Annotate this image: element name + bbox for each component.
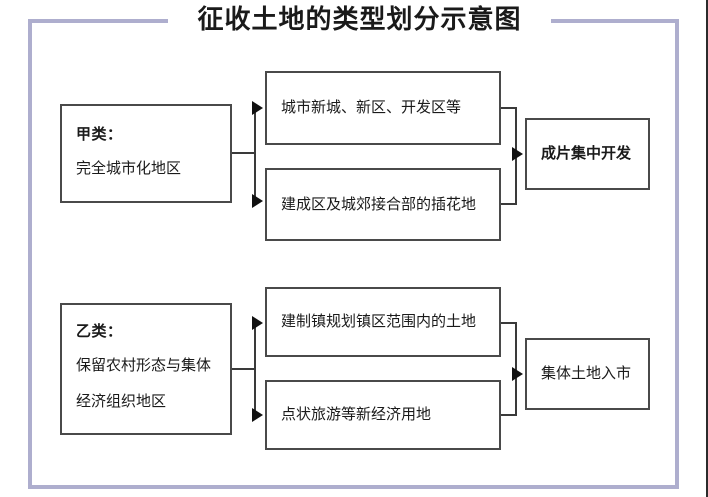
- source-box-jia-description: 完全城市化地区: [76, 161, 182, 177]
- arrow-jia-to-middle-1: [252, 101, 263, 115]
- result-box-yi-label: 集体土地入市: [541, 366, 632, 382]
- connector-jia-merge-top: [501, 107, 517, 109]
- frame-border-top-right: [551, 19, 679, 23]
- middle-box-yi-1-label: 建制镇规划镇区范围内的土地: [281, 314, 477, 330]
- middle-box-jia-1: 城市新城、新区、开发区等: [265, 71, 501, 145]
- arrow-yi-to-middle-1: [252, 316, 263, 330]
- connector-yi-merge-bottom: [501, 414, 517, 416]
- connector-yi-spine: [254, 322, 256, 416]
- source-box-jia-category: 甲类：: [76, 127, 123, 143]
- connector-jia-stem: [232, 152, 256, 154]
- source-box-yi-description-line-2: 经济组织地区: [76, 394, 167, 410]
- source-box-yi: 乙类： 保留农村形态与集体 经济组织地区: [60, 303, 232, 435]
- frame-border-bottom: [28, 485, 679, 489]
- result-box-yi: 集体土地入市: [525, 338, 650, 410]
- frame-border-left: [28, 19, 32, 489]
- diagram-title: 征收土地的类型划分示意图: [197, 5, 522, 34]
- slide-edge: [706, 0, 708, 497]
- result-box-jia: 成片集中开发: [525, 118, 650, 190]
- middle-box-jia-2: 建成区及城郊接合部的插花地: [265, 168, 501, 241]
- source-box-yi-category: 乙类：: [76, 324, 123, 340]
- source-box-yi-description-line-1: 保留农村形态与集体: [76, 358, 212, 374]
- middle-box-jia-2-label: 建成区及城郊接合部的插花地: [281, 196, 477, 213]
- result-box-jia-label: 成片集中开发: [541, 146, 632, 162]
- frame-border-right: [675, 19, 679, 489]
- arrow-yi-to-result: [512, 367, 523, 381]
- connector-yi-stem: [232, 368, 256, 370]
- arrow-jia-to-result: [512, 147, 523, 161]
- arrow-yi-to-middle-2: [252, 408, 263, 422]
- connector-jia-spine: [254, 107, 256, 201]
- source-box-jia: 甲类： 完全城市化地区: [60, 104, 232, 203]
- middle-box-yi-2-label: 点状旅游等新经济用地: [281, 407, 432, 423]
- connector-yi-merge-top: [501, 322, 517, 324]
- middle-box-yi-1: 建制镇规划镇区范围内的土地: [265, 287, 501, 357]
- arrow-jia-to-middle-2: [252, 194, 263, 208]
- middle-box-yi-2: 点状旅游等新经济用地: [265, 380, 501, 450]
- middle-box-jia-1-label: 城市新城、新区、开发区等: [281, 100, 462, 116]
- frame-border-top-left: [28, 19, 168, 23]
- connector-jia-merge-bottom: [501, 203, 517, 205]
